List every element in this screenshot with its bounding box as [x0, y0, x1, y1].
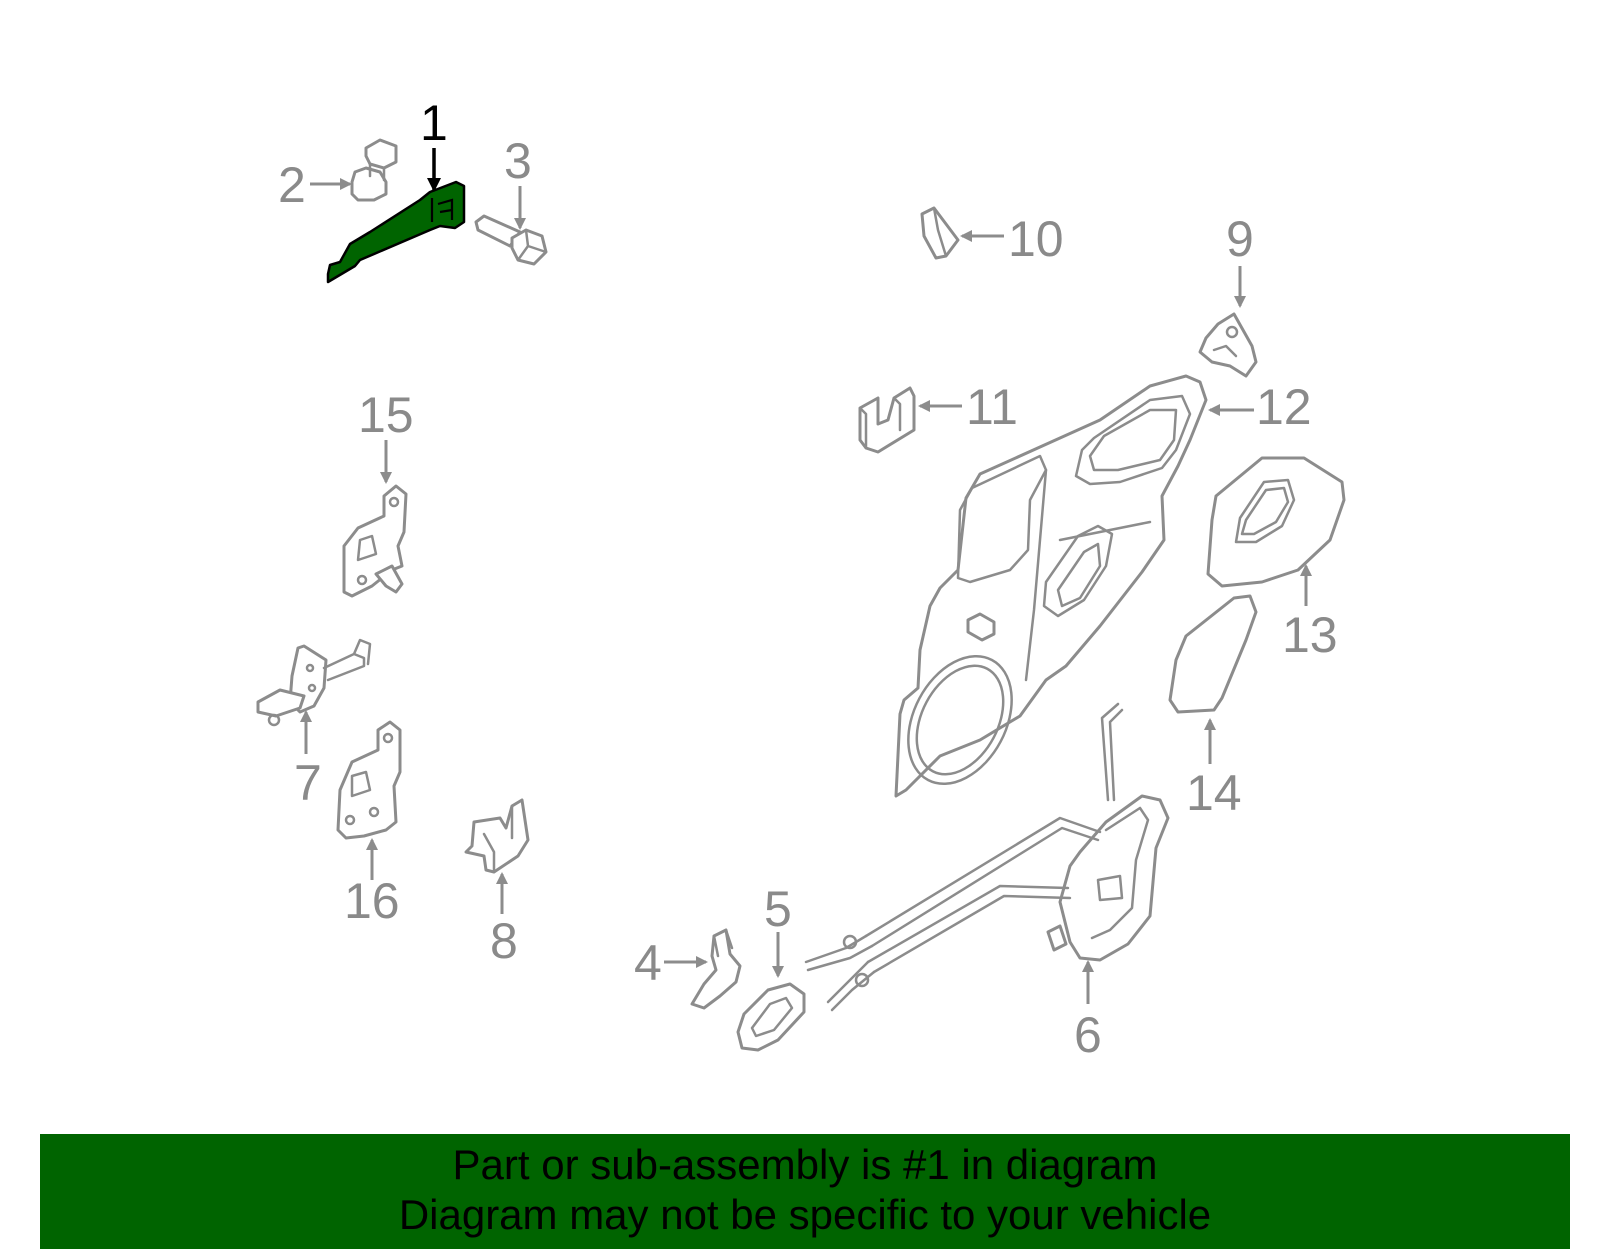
callout-9-label: 9: [1226, 211, 1254, 267]
banner-line-2: Diagram may not be specific to your vehi…: [398, 1191, 1212, 1238]
callout-14: 14: [1186, 718, 1242, 821]
part-9-bracket[interactable]: [1198, 312, 1258, 378]
part-10-pad[interactable]: [920, 206, 960, 260]
callout-10-label: 10: [1008, 211, 1064, 267]
callout-11-label: 11: [966, 379, 1018, 435]
callout-15: 15: [358, 387, 414, 484]
callout-12-label: 12: [1256, 379, 1312, 435]
callout-6-label: 6: [1074, 1007, 1102, 1063]
callout-9: 9: [1226, 211, 1254, 308]
callout-5-label: 5: [764, 881, 792, 937]
callout-16: 16: [344, 838, 400, 929]
callout-7: 7: [294, 710, 322, 811]
callout-15-label: 15: [358, 387, 414, 443]
callout-2-label: 2: [278, 157, 306, 213]
callout-11: 11: [918, 379, 1018, 435]
callout-10: 10: [960, 211, 1064, 267]
callout-16-label: 16: [344, 873, 400, 929]
part-1-outside-handle[interactable]: [326, 180, 466, 284]
part-13-seal[interactable]: [1206, 456, 1346, 588]
callout-8-label: 8: [490, 913, 518, 969]
part-12-door-panel[interactable]: [887, 374, 1208, 802]
callout-3: 3: [504, 133, 532, 230]
callout-2: 2: [278, 157, 352, 213]
part-7-door-check[interactable]: [256, 638, 372, 727]
callout-14-label: 14: [1186, 765, 1242, 821]
callout-3-label: 3: [504, 133, 532, 189]
part-8-striker[interactable]: [464, 798, 530, 874]
callout-1-label: 1: [420, 95, 448, 151]
callout-4: 4: [634, 935, 708, 991]
callout-6: 6: [1074, 960, 1102, 1063]
callout-1: 1: [420, 95, 448, 192]
part-4-rod-clip[interactable]: [690, 928, 742, 1010]
part-2-clip[interactable]: [350, 138, 398, 202]
callout-12: 12: [1208, 379, 1312, 435]
part-3-bolt[interactable]: [474, 214, 548, 266]
callout-13: 13: [1282, 564, 1338, 663]
callout-5: 5: [764, 881, 792, 978]
part-14-cover[interactable]: [1168, 594, 1258, 714]
part-5-inside-handle[interactable]: [736, 982, 806, 1052]
callout-7-label: 7: [294, 755, 322, 811]
part-16-lower-hinge[interactable]: [336, 720, 402, 840]
callout-4-label: 4: [634, 935, 662, 991]
info-banner: Part or sub-assembly is #1 in diagram Di…: [40, 1134, 1570, 1249]
banner-line-1: Part or sub-assembly is #1 in diagram: [452, 1141, 1158, 1188]
part-15-upper-hinge[interactable]: [342, 484, 408, 598]
part-6-latch-assembly[interactable]: [804, 702, 1170, 1012]
part-11-u-bracket[interactable]: [858, 386, 916, 454]
callout-13-label: 13: [1282, 607, 1338, 663]
callout-8: 8: [490, 872, 518, 969]
